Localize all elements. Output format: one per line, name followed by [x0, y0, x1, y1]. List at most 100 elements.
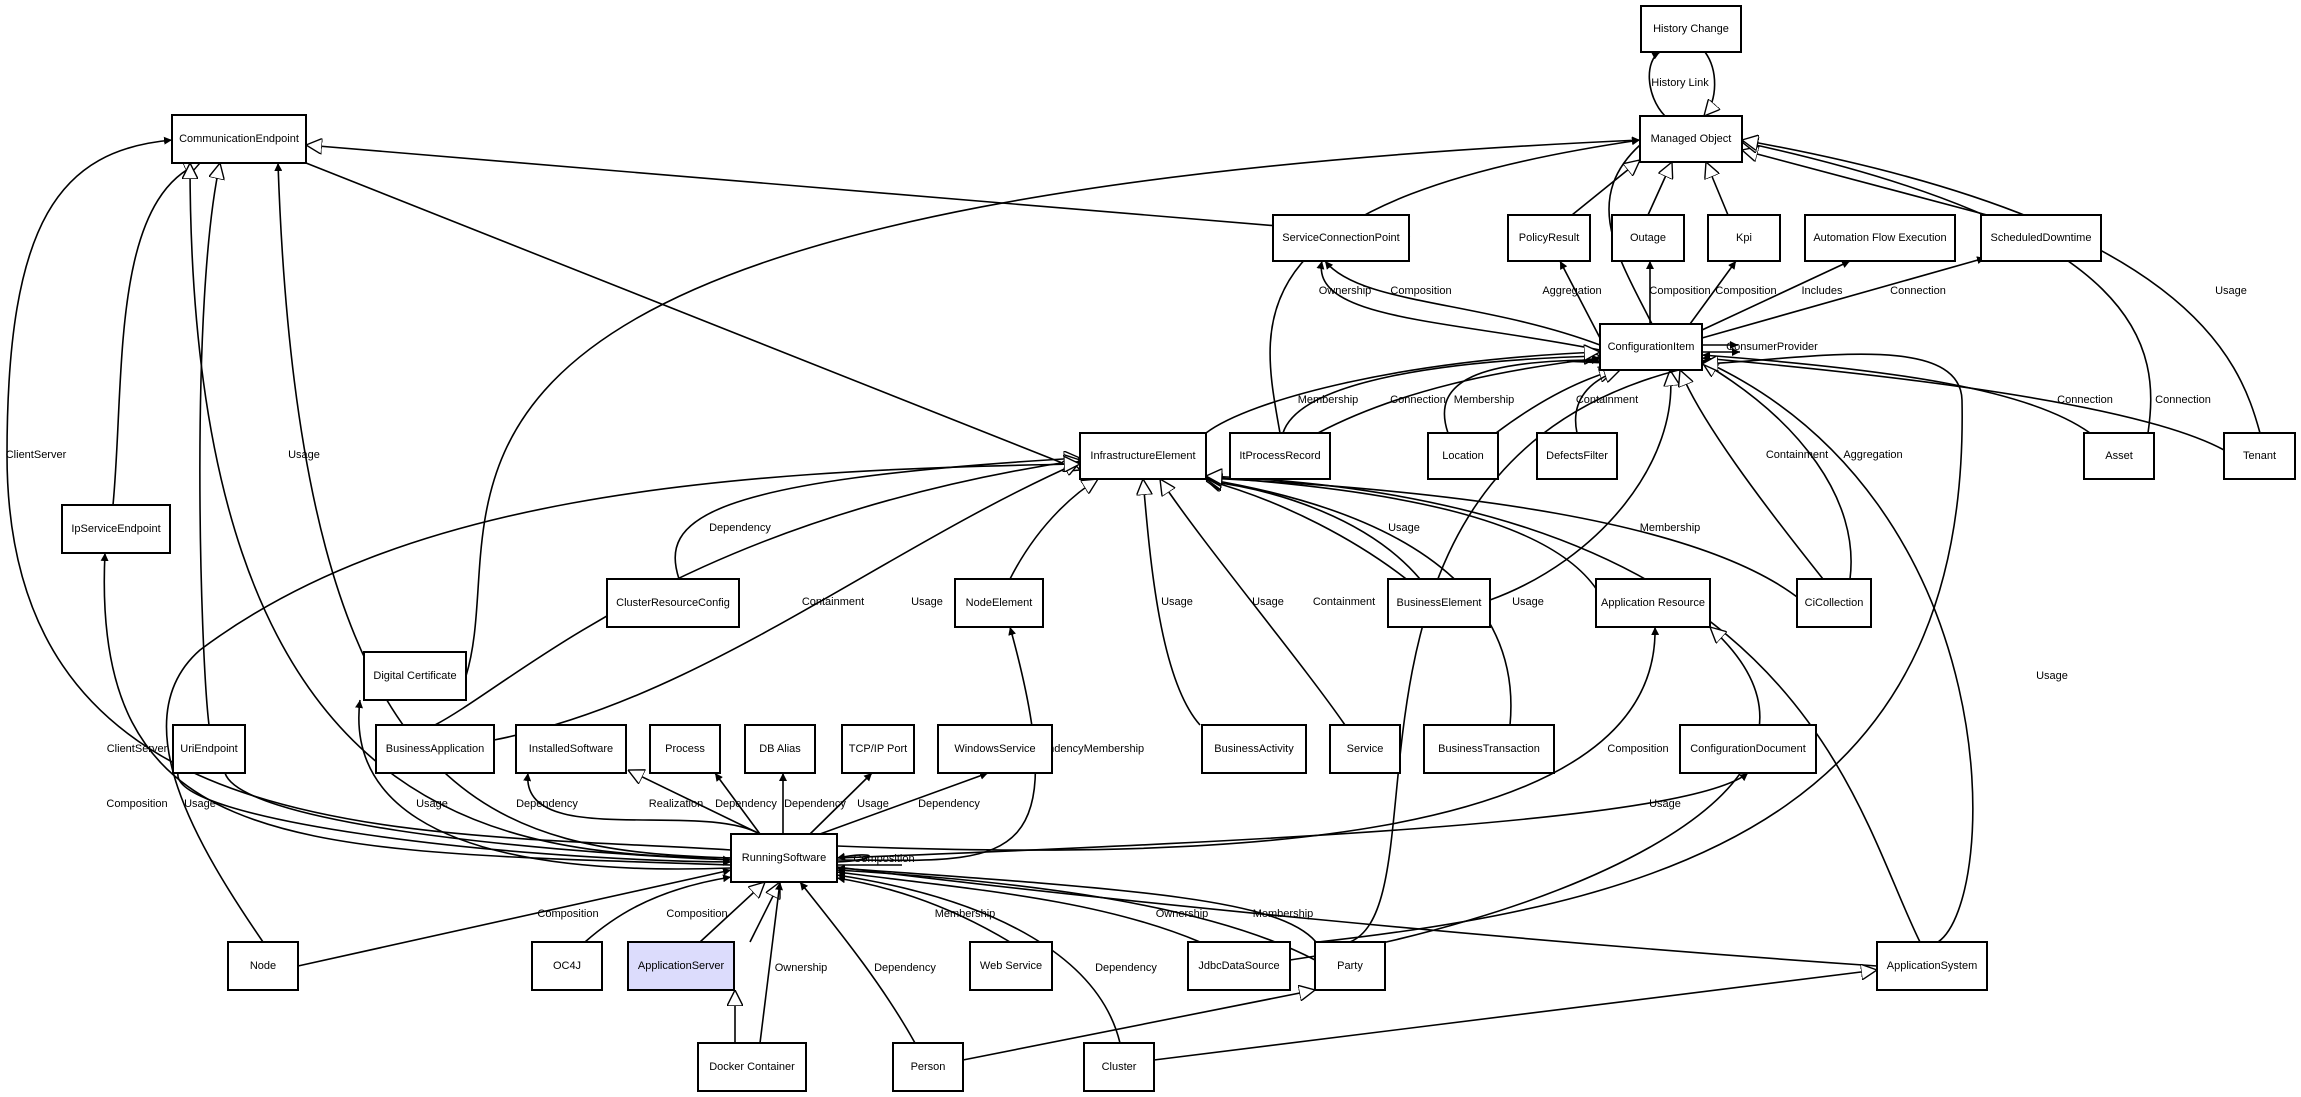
node-label: Tenant: [2243, 450, 2276, 462]
edge-19: [1269, 137, 1641, 434]
edge-83: [1289, 627, 1761, 961]
node-scheduled-downtime[interactable]: ScheduledDowntime: [1980, 214, 2102, 262]
edge-55: [355, 699, 732, 870]
node-application-system[interactable]: ApplicationSystem: [1876, 941, 1988, 991]
node-label: Outage: [1630, 232, 1666, 244]
node-node[interactable]: Node: [227, 941, 299, 991]
edge-65: [836, 852, 871, 863]
edge-44: [1206, 478, 1802, 601]
node-person[interactable]: Person: [892, 1042, 964, 1092]
node-web-service[interactable]: Web Service: [969, 941, 1053, 991]
node-policy-result[interactable]: PolicyResult: [1507, 214, 1591, 262]
node-defects-filter[interactable]: DefectsFilter: [1536, 432, 1618, 480]
edge-70: [699, 882, 765, 943]
node-tenant[interactable]: Tenant: [2223, 432, 2296, 480]
node-communication-endpoint[interactable]: CommunicationEndpoint: [171, 114, 307, 164]
node-label: CiCollection: [1805, 597, 1864, 609]
edge-84: [465, 136, 1641, 677]
edge-label: Ownership: [775, 962, 828, 974]
node-business-application[interactable]: BusinessApplication: [375, 724, 495, 774]
node-box: [1639, 115, 1743, 163]
node-box: [363, 651, 467, 701]
node-box: [1187, 941, 1291, 991]
node-label: Asset: [2105, 450, 2133, 462]
node-business-activity[interactable]: BusinessActivity: [1201, 724, 1307, 774]
node-uri-endpoint[interactable]: UriEndpoint: [172, 724, 246, 774]
node-party[interactable]: Party: [1314, 941, 1386, 991]
node-service-connection-point[interactable]: ServiceConnectionPoint: [1272, 214, 1410, 262]
node-automation-flow-execution[interactable]: Automation Flow Execution: [1804, 214, 1956, 262]
edge-label: Connection: [2155, 394, 2211, 406]
edge-label: Usage: [2215, 285, 2247, 297]
edge-label: Composition: [1715, 285, 1776, 297]
node-application-server[interactable]: ApplicationServer: [627, 941, 735, 991]
edge-10: [1689, 260, 1737, 325]
node-infrastructure-element[interactable]: InfrastructureElement: [1079, 432, 1207, 480]
edge-0: [1648, 51, 1666, 117]
node-label: Cluster: [1102, 1061, 1137, 1073]
node-installed-software[interactable]: InstalledSoftware: [515, 724, 627, 774]
edge-62: [836, 626, 1660, 851]
node-location[interactable]: Location: [1427, 432, 1499, 480]
edge-52: [224, 772, 732, 864]
node-label: ItProcessRecord: [1239, 450, 1320, 462]
node-business-transaction[interactable]: BusinessTransaction: [1423, 724, 1555, 774]
node-ci-collection[interactable]: CiCollection: [1796, 578, 1872, 628]
edge-31: [190, 163, 731, 859]
node-windows-service[interactable]: WindowsService: [937, 724, 1053, 774]
node-oc4j[interactable]: OC4J: [531, 941, 603, 991]
edge-29: [305, 162, 1080, 470]
edge-22: [1443, 356, 1601, 434]
node-node-element[interactable]: NodeElement: [954, 578, 1044, 628]
edge-label: Usage: [1649, 798, 1681, 810]
node-docker-container[interactable]: Docker Container: [697, 1042, 807, 1092]
node-digital-certificate[interactable]: Digital Certificate: [363, 651, 467, 701]
node-it-process-record[interactable]: ItProcessRecord: [1229, 432, 1331, 480]
edge-label: Dependency: [1095, 962, 1157, 974]
node-running-software[interactable]: RunningSoftware: [730, 833, 838, 883]
node-application-resource[interactable]: Application Resource: [1595, 578, 1711, 628]
edge-77: [836, 864, 1317, 943]
edge-50: [1701, 359, 1974, 943]
edge-label: Membership: [1640, 522, 1701, 534]
node-managed-object[interactable]: Managed Object: [1639, 115, 1743, 163]
node-box: [1387, 578, 1491, 628]
edge-38: [1009, 479, 1098, 580]
node-configuration-document[interactable]: ConfigurationDocument: [1679, 724, 1817, 774]
node-box: [61, 504, 171, 554]
edge-63: [836, 772, 1749, 859]
edge-label: Membership: [1454, 394, 1515, 406]
edge-label: Usage: [1252, 596, 1284, 608]
node-tcpip-port[interactable]: TCP/IP Port: [841, 724, 915, 774]
node-service[interactable]: Service: [1329, 724, 1401, 774]
node-label: BusinessTransaction: [1438, 743, 1540, 755]
node-label: Service: [1347, 743, 1384, 755]
edge-label: Dependency: [709, 522, 771, 534]
node-ip-service-endpoint[interactable]: IpServiceEndpoint: [61, 504, 171, 554]
node-jdbc-data-source[interactable]: JdbcDataSource: [1187, 941, 1291, 991]
node-box: [1229, 432, 1331, 480]
node-box: [892, 1042, 964, 1092]
node-kpi[interactable]: Kpi: [1707, 214, 1781, 262]
edge-20: [1282, 356, 1600, 434]
node-label: Process: [665, 743, 705, 755]
edge-label: Usage: [911, 596, 943, 608]
node-cluster-resource-config[interactable]: ClusterResourceConfig: [606, 578, 740, 628]
node-db-alias[interactable]: DB Alias: [744, 724, 816, 774]
edge-15: [1316, 260, 1601, 351]
node-asset[interactable]: Asset: [2083, 432, 2155, 480]
edge-label: Connection: [1890, 285, 1946, 297]
node-configuration-item[interactable]: ConfigurationItem: [1599, 323, 1703, 371]
node-box: [1595, 578, 1711, 628]
edge-label: Includes: [1802, 285, 1843, 297]
node-process[interactable]: Process: [649, 724, 721, 774]
edge-53: [177, 772, 732, 866]
edge-40: [1160, 479, 1346, 726]
node-box: [730, 833, 838, 883]
node-history-change[interactable]: History Change: [1640, 5, 1742, 53]
node-business-element[interactable]: BusinessElement: [1387, 578, 1491, 628]
node-box: [227, 941, 299, 991]
node-cluster[interactable]: Cluster: [1083, 1042, 1155, 1092]
node-outage[interactable]: Outage: [1611, 214, 1685, 262]
